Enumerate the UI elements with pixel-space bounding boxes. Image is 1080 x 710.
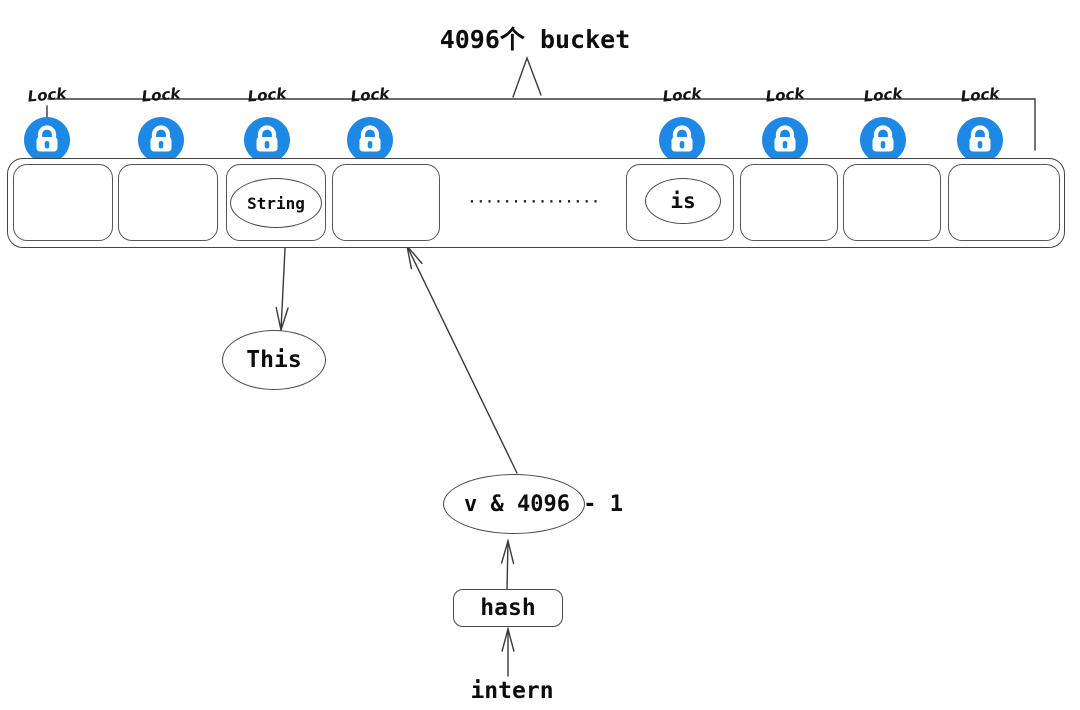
index-expr-node: [443, 474, 585, 534]
title-caret: [512, 55, 542, 98]
this-value-node: This: [222, 330, 326, 390]
lock-label: Lock: [246, 84, 288, 106]
lock-label: Lock: [140, 84, 182, 106]
this-value-label: This: [246, 347, 302, 373]
lock-label: Lock: [764, 84, 806, 106]
lock-icon: [24, 117, 70, 163]
arrow-hash-to-index: [500, 538, 515, 591]
lock-label: Lock: [959, 84, 1001, 106]
lock-icon: [957, 117, 1003, 163]
hash-label: hash: [480, 595, 536, 621]
bucket-entry-label: is: [670, 189, 696, 213]
bucket-entry-label: String: [247, 193, 305, 213]
hash-node: hash: [453, 589, 563, 627]
bucket-cell: [948, 164, 1060, 241]
lock-label: Lock: [862, 84, 904, 106]
index-expr-label: v & 4096 - 1: [464, 491, 623, 517]
lock-label: Lock: [349, 84, 391, 106]
intern-label: intern: [470, 678, 554, 704]
bucket-cell: [740, 164, 838, 241]
lock-icon: [860, 117, 906, 163]
bucket-entry-node: is: [645, 178, 721, 224]
bucket-cell: [332, 164, 440, 241]
bucket-entry-node: String: [230, 178, 322, 228]
lock-icon: [138, 117, 184, 163]
lock-icon: [244, 117, 290, 163]
bucket-cell: [118, 164, 218, 241]
bucket-cell: [843, 164, 941, 241]
lock-icon: [659, 117, 705, 163]
bucket-cell: [13, 164, 113, 241]
arrow-index-to-bucket: [405, 243, 518, 474]
lock-icon: [762, 117, 808, 163]
lock-icon: [347, 117, 393, 163]
lock-label: Lock: [26, 84, 68, 106]
lock-label: Lock: [661, 84, 703, 106]
diagram-title: 4096个 bucket: [439, 25, 631, 54]
ellipsis-dots: ···············: [468, 195, 601, 210]
arrow-intern-to-hash: [501, 626, 515, 677]
